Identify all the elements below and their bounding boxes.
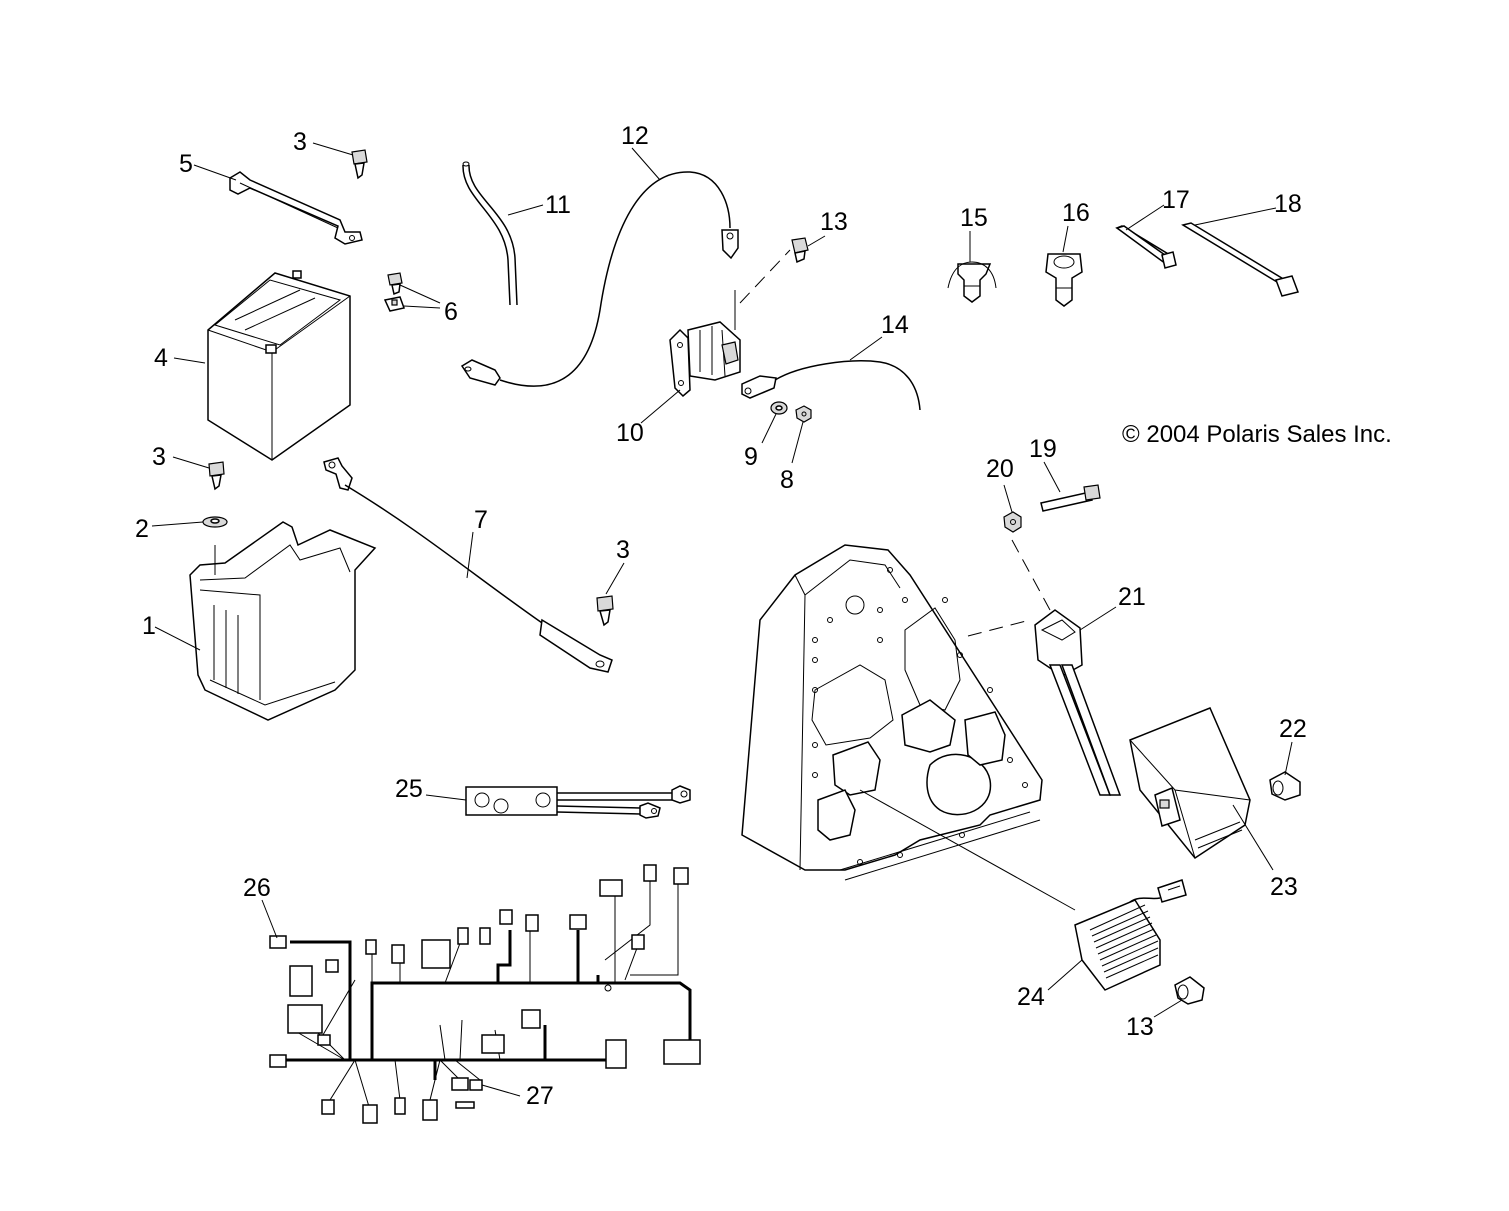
ground-cable xyxy=(323,457,613,673)
label-18: 18 xyxy=(1274,190,1302,218)
label-17: 17 xyxy=(1162,186,1190,214)
label-27: 27 xyxy=(526,1082,554,1110)
label-15: 15 xyxy=(960,204,988,232)
cable-14 xyxy=(741,360,921,411)
label-9: 9 xyxy=(744,443,758,471)
label-8: 8 xyxy=(780,466,794,494)
screw-13-top xyxy=(791,237,809,264)
battery-strap xyxy=(229,171,363,245)
alignment-line-21 xyxy=(1011,539,1051,611)
label-13-top: 13 xyxy=(820,208,848,236)
nut-8 xyxy=(795,405,812,423)
label-26: 26 xyxy=(243,874,271,902)
wire-harness xyxy=(269,864,701,1124)
solenoid xyxy=(669,249,791,398)
label-23: 23 xyxy=(1270,873,1298,901)
label-1: 1 xyxy=(142,612,156,640)
label-7: 7 xyxy=(474,506,488,534)
label-20: 20 xyxy=(986,455,1014,483)
part-labels: 1 2 3 3 3 4 5 6 7 8 9 10 11 12 13 13 14 … xyxy=(135,122,1392,1110)
label-13-bottom: 13 xyxy=(1126,1013,1154,1041)
label-14: 14 xyxy=(881,311,909,339)
rail-21 xyxy=(1034,609,1122,796)
leader-lines xyxy=(151,142,1293,1097)
label-3-top: 3 xyxy=(293,128,307,156)
washer xyxy=(202,516,228,528)
label-5: 5 xyxy=(179,150,193,178)
battery-box xyxy=(189,521,377,721)
label-11: 11 xyxy=(545,191,571,219)
label-2: 2 xyxy=(135,515,149,543)
mounting-plate xyxy=(741,544,1076,911)
screw-middle xyxy=(208,461,225,491)
bolt-and-nut xyxy=(383,272,405,312)
nut-20 xyxy=(1003,511,1022,533)
copyright-notice: © 2004 Polaris Sales Inc. xyxy=(1122,421,1392,448)
small-wire xyxy=(462,161,518,306)
screw-top xyxy=(351,149,368,180)
rectifier-24 xyxy=(1074,879,1187,991)
jumper-cable-25 xyxy=(465,785,691,819)
label-22: 22 xyxy=(1279,715,1307,743)
screw-22 xyxy=(1269,771,1301,801)
screw-13-bottom xyxy=(1174,976,1205,1005)
battery xyxy=(207,270,351,461)
cable-tie-17 xyxy=(1115,225,1177,269)
positive-cable xyxy=(460,171,739,387)
label-25: 25 xyxy=(395,775,423,803)
clip-15 xyxy=(947,261,997,303)
label-3-bottom: 3 xyxy=(616,536,630,564)
cable-tie-18 xyxy=(1181,222,1299,297)
label-12: 12 xyxy=(621,122,649,150)
alignment-line-bracket xyxy=(967,619,1031,637)
label-10: 10 xyxy=(616,419,644,447)
bolt-19 xyxy=(1040,484,1101,512)
clip-16 xyxy=(1045,253,1083,307)
module-23 xyxy=(1129,707,1251,860)
label-24: 24 xyxy=(1017,983,1045,1011)
washer-9 xyxy=(770,401,788,415)
screw-bottom xyxy=(596,595,614,627)
label-3-middle: 3 xyxy=(152,443,166,471)
label-16: 16 xyxy=(1062,199,1090,227)
label-21: 21 xyxy=(1118,583,1146,611)
label-19: 19 xyxy=(1029,435,1057,463)
label-6: 6 xyxy=(444,298,458,326)
label-4: 4 xyxy=(154,344,168,372)
